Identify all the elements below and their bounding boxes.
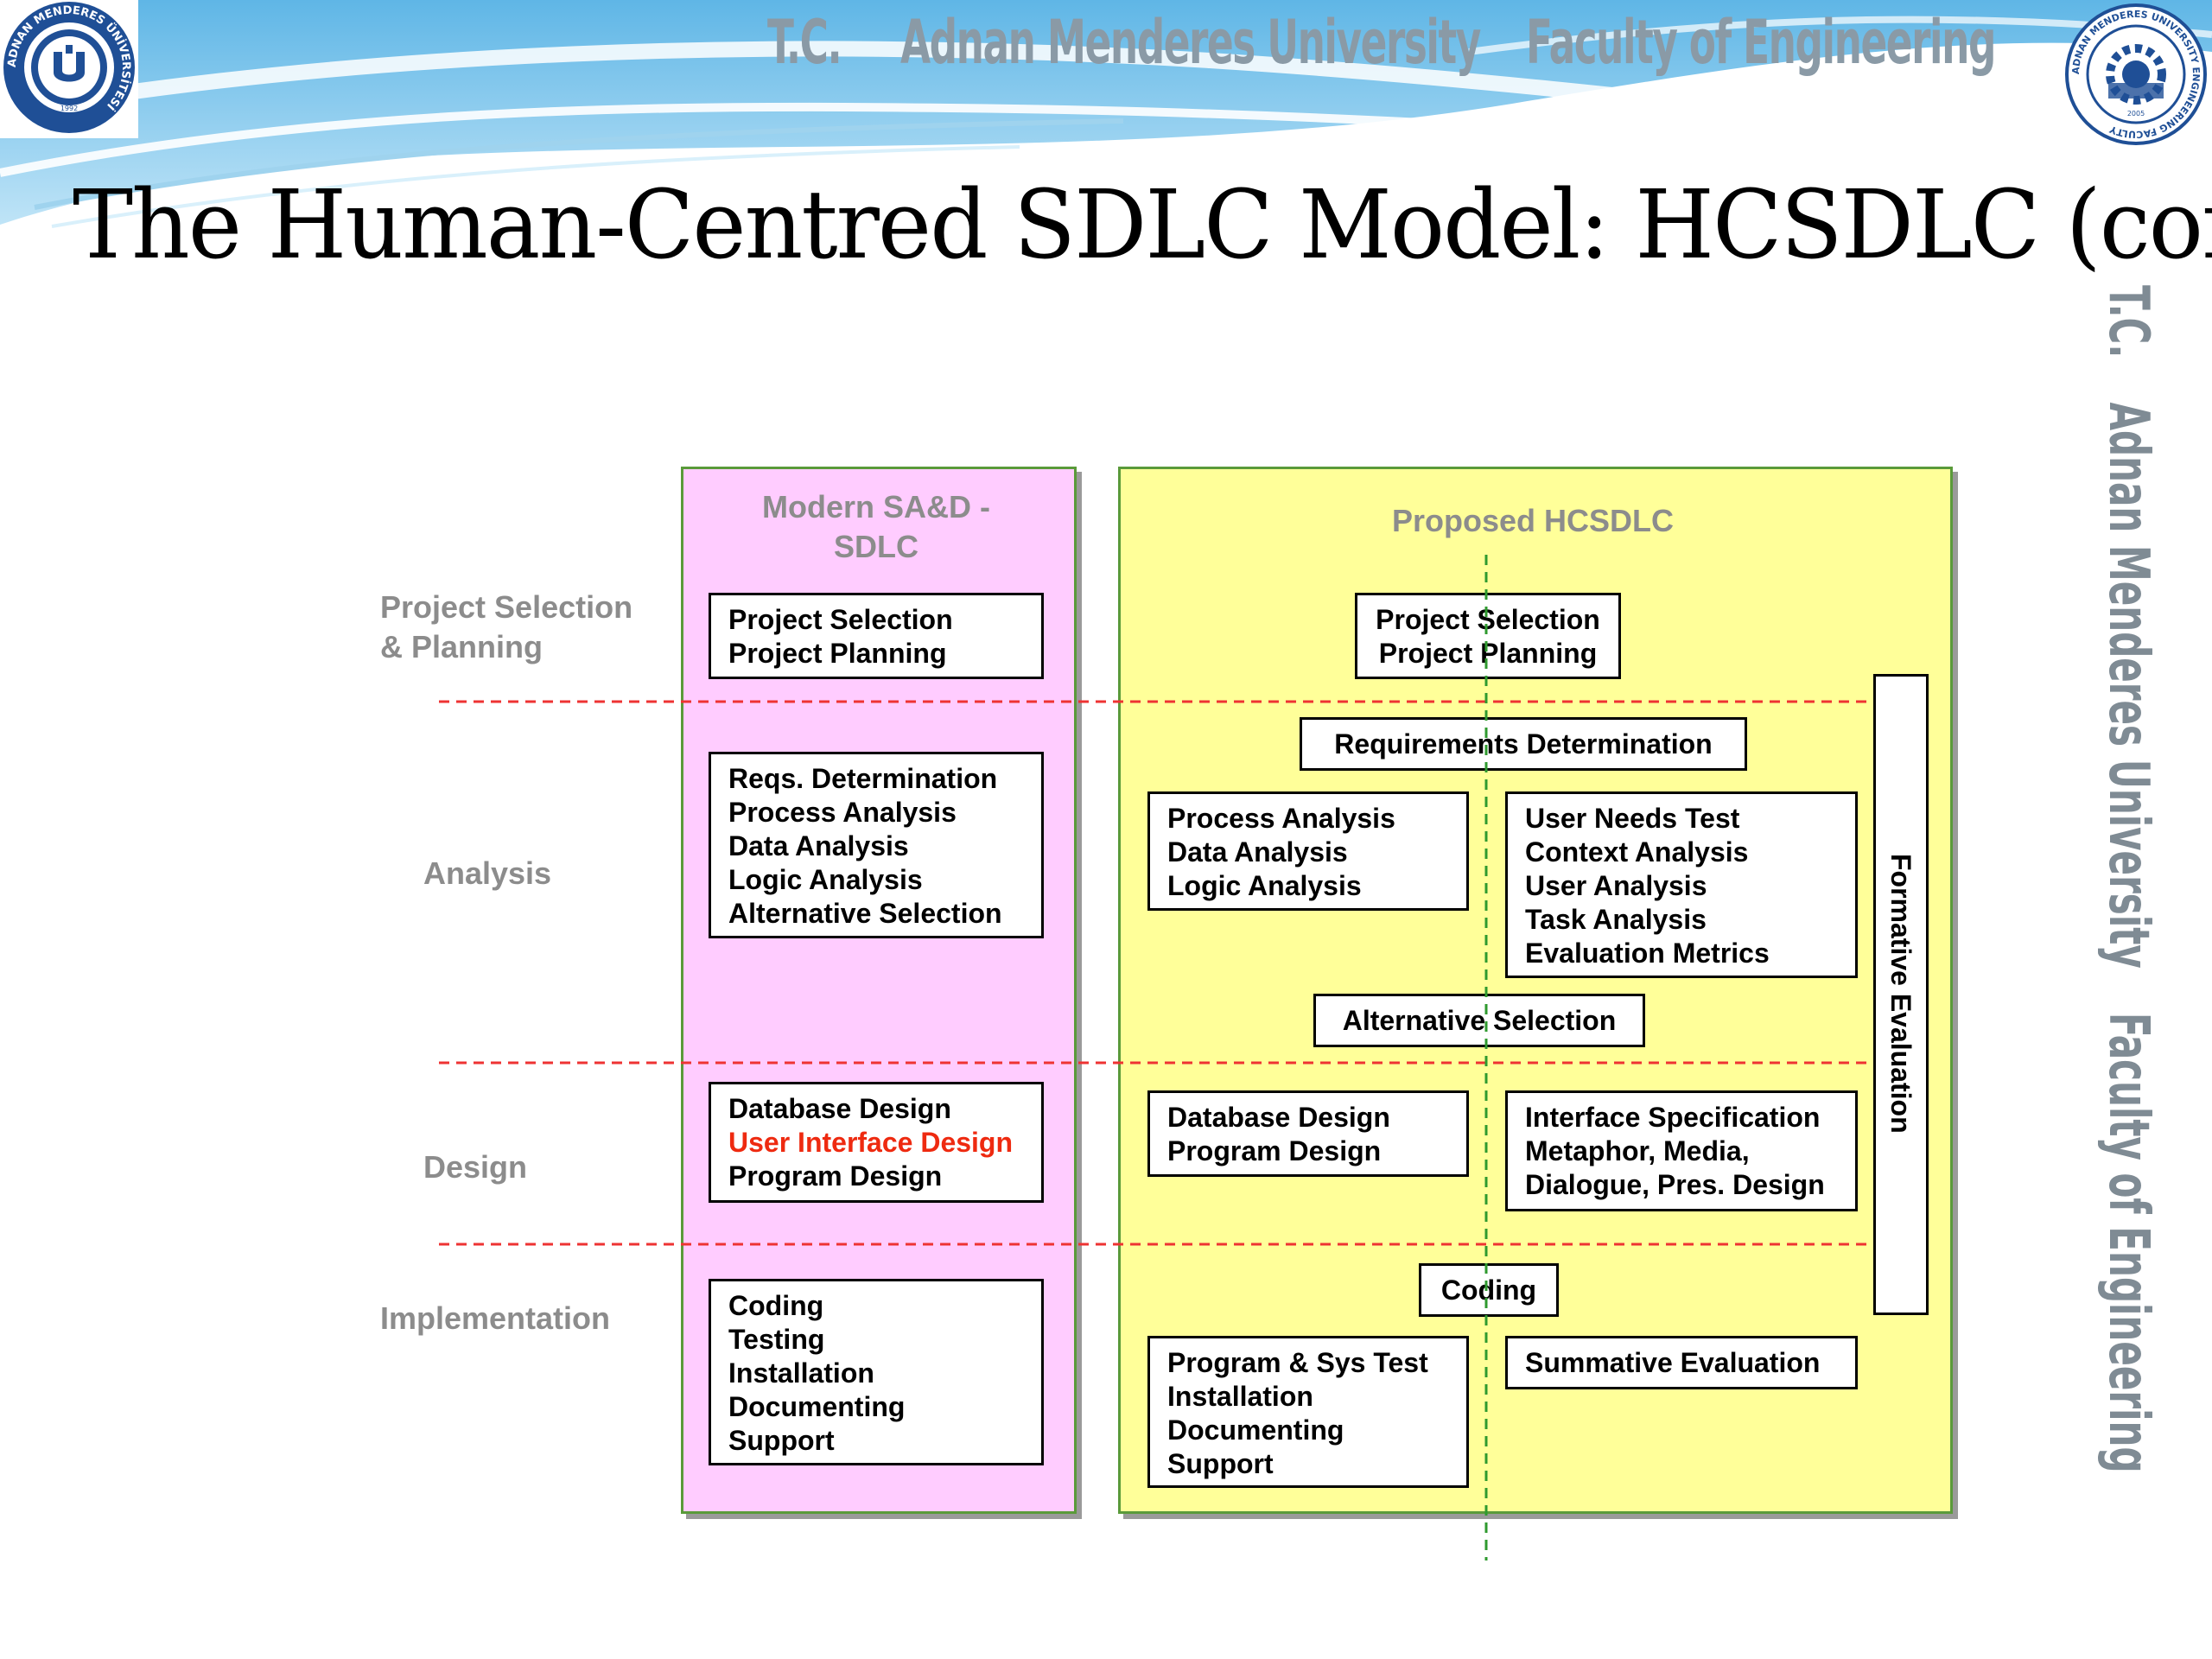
box-line: Alternative Selection — [1342, 1005, 1617, 1036]
box-line: Installation — [728, 1357, 874, 1389]
box-line: Logic Analysis — [728, 864, 923, 895]
highlighted-box-line: User Interface Design — [728, 1127, 1014, 1158]
box-line: Testing — [728, 1324, 825, 1355]
box-line: Summative Evaluation — [1525, 1347, 1821, 1378]
box-line: Coding — [1440, 1274, 1537, 1306]
row-label-implementation: Implementation — [380, 1300, 611, 1336]
proposed-implementation-left-box: Program & Sys Test Installation Document… — [1147, 1336, 1469, 1488]
box-line: Support — [1167, 1448, 1274, 1479]
proposed-hcsdlc-title: Proposed HCSDLC — [1391, 503, 1675, 538]
box-line: Program Design — [728, 1160, 943, 1192]
proposed-coding-box: Coding — [1419, 1263, 1559, 1317]
box-line: Process Analysis — [1167, 803, 1395, 834]
modern-analysis-box: Reqs. Determination Process Analysis Dat… — [709, 752, 1044, 938]
row-label-planning: Project Selection & Planning — [380, 588, 632, 667]
modern-sdlc-title: Modern SA&D - SDLC — [681, 487, 1071, 567]
row-label-analysis: Analysis — [423, 855, 552, 891]
header-tc: T.C. — [767, 7, 842, 78]
box-line: Reqs. Determination — [728, 763, 998, 794]
header-university: Adnan Menderes University — [900, 7, 1481, 78]
box-line: Data Analysis — [1167, 836, 1348, 868]
header-faculty: Faculty of Engineering — [1526, 7, 1996, 78]
box-line: Coding — [728, 1290, 824, 1321]
box-line: Program Design — [1167, 1135, 1382, 1166]
box-line: Data Analysis — [728, 830, 909, 861]
box-line: Requirements Determination — [1334, 728, 1713, 760]
engineering-faculty-logo: ADNAN MENDERES UNIVERSITY ENGINEERING FA… — [2065, 3, 2207, 145]
box-line: Support — [728, 1425, 835, 1456]
modern-design-box: Database Design User Interface Design Pr… — [709, 1082, 1044, 1203]
box-line: Project Planning — [1378, 638, 1598, 669]
left-logo-year: 1992 — [60, 105, 78, 112]
header-banner — [0, 0, 2212, 228]
box-line: Program & Sys Test — [1167, 1347, 1428, 1378]
box-line: Documenting — [728, 1391, 906, 1422]
proposed-analysis-right-box: User Needs Test Context Analysis User An… — [1505, 791, 1858, 978]
box-line: Database Design — [1167, 1102, 1390, 1133]
box-line: Installation — [1167, 1381, 1313, 1412]
modern-implementation-box: Coding Testing Installation Documenting … — [709, 1279, 1044, 1465]
formative-evaluation-box — [1873, 674, 1929, 1315]
box-line: Context Analysis — [1525, 836, 1749, 868]
box-line: Project Planning — [728, 638, 947, 669]
row-label-design: Design — [423, 1149, 528, 1185]
box-line: Database Design — [728, 1093, 951, 1124]
box-line: Interface Specification — [1525, 1102, 1821, 1133]
box-line: Process Analysis — [728, 797, 957, 828]
box-line: User Needs Test — [1525, 803, 1740, 834]
box-line: Task Analysis — [1525, 904, 1707, 935]
proposed-planning-box: Project Selection Project Planning — [1355, 593, 1621, 679]
box-line: Project Selection — [1376, 604, 1600, 635]
proposed-design-right-box: Interface Specification Metaphor, Media,… — [1505, 1090, 1858, 1211]
right-logo-year: 2005 — [2127, 110, 2145, 118]
box-line: Evaluation Metrics — [1525, 938, 1770, 969]
box-line: Alternative Selection — [728, 898, 1002, 929]
row-label-planning-line-1: Project Selection — [380, 589, 633, 625]
requirements-determination-box: Requirements Determination — [1300, 717, 1747, 771]
box-line: Documenting — [1167, 1414, 1344, 1446]
proposed-analysis-left-box: Process Analysis Data Analysis Logic Ana… — [1147, 791, 1469, 911]
box-line: User Analysis — [1525, 870, 1707, 901]
box-line: Dialogue, Pres. Design — [1525, 1169, 1825, 1200]
university-seal-logo: ADNAN MENDERES ÜNİVERSİTESİ 1992 — [0, 0, 138, 138]
box-line: Metaphor, Media, — [1525, 1135, 1750, 1166]
row-label-planning-line-2: & Planning — [380, 629, 543, 664]
box-line: Logic Analysis — [1167, 870, 1362, 901]
modern-planning-box: Project Selection Project Planning — [709, 593, 1044, 679]
slide-title: The Human-Centred SDLC Model: HCSDLC (co… — [73, 169, 2212, 280]
proposed-design-left-box: Database Design Program Design — [1147, 1090, 1469, 1177]
modern-title-line-1: Modern SA&D - — [762, 489, 990, 524]
box-line: Project Selection — [728, 604, 953, 635]
summative-evaluation-box: Summative Evaluation — [1505, 1336, 1858, 1389]
alternative-selection-box: Alternative Selection — [1313, 994, 1645, 1047]
modern-title-line-2: SDLC — [834, 529, 918, 564]
